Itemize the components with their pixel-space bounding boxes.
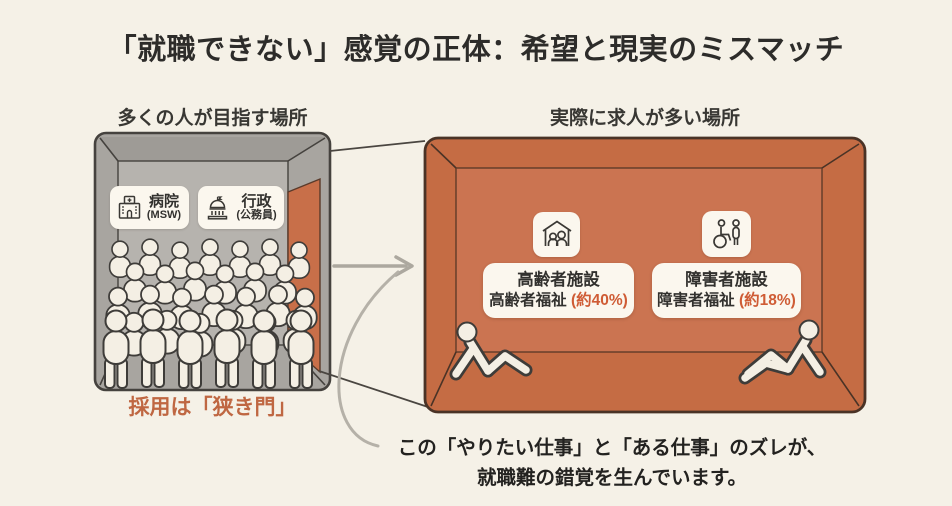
page-title: 「就職できない」感覚の正体：希望と現実のミスマッチ	[107, 34, 845, 66]
hospital-label: 病院	[148, 192, 179, 210]
magnifier-connector-lines	[318, 140, 432, 409]
disability-welfare-stat: (約18%)	[738, 292, 796, 310]
elderly-facility-pill: 高齢者施設 高齢者福祉 (約40%)	[483, 263, 634, 318]
elderly-care-icon	[533, 212, 580, 257]
government-label: 行政	[241, 192, 272, 210]
disability-facility-name: 障害者施設	[685, 270, 768, 289]
curved-callout-line	[337, 270, 400, 448]
highlighted-wall	[287, 177, 321, 374]
elderly-welfare-label: 高齢者福祉	[489, 292, 571, 310]
elderly-welfare-stat: (約40%)	[570, 292, 628, 310]
hospital-sublabel: (MSW)	[146, 208, 182, 221]
crowded-room-box	[93, 131, 332, 392]
government-label-pill: 行政 (公務員)	[198, 186, 284, 229]
arrow-icon	[332, 255, 414, 277]
disability-care-icon	[702, 211, 751, 257]
government-icon	[205, 195, 230, 220]
relaxed-person-left	[449, 321, 533, 381]
footer-line-2: 就職難の錯覚を生んでいます。	[476, 467, 748, 490]
hospital-icon	[118, 195, 141, 220]
footer-explanation: この「やりたい仕事」と「ある仕事」のズレが、 就職難の錯覚を生んでいます。	[389, 433, 835, 493]
narrow-gate-caption: 採用は「狭き門」	[128, 396, 297, 419]
left-section-header: 多くの人が目指す場所	[117, 108, 308, 129]
right-section-header: 実際に求人が多い場所	[549, 108, 740, 129]
relaxed-person-right	[738, 319, 827, 385]
crowd-of-people	[102, 238, 318, 389]
disability-welfare-label: 障害者福祉	[657, 292, 739, 310]
government-sublabel: (公務員)	[236, 208, 277, 221]
footer-line-1: この「やりたい仕事」と「ある仕事」のズレが、	[397, 437, 827, 459]
elderly-facility-name: 高齢者施設	[517, 270, 600, 289]
disability-facility-pill: 障害者施設 障害者福祉 (約18%)	[652, 263, 801, 318]
hospital-label-pill: 病院 (MSW)	[110, 186, 189, 229]
